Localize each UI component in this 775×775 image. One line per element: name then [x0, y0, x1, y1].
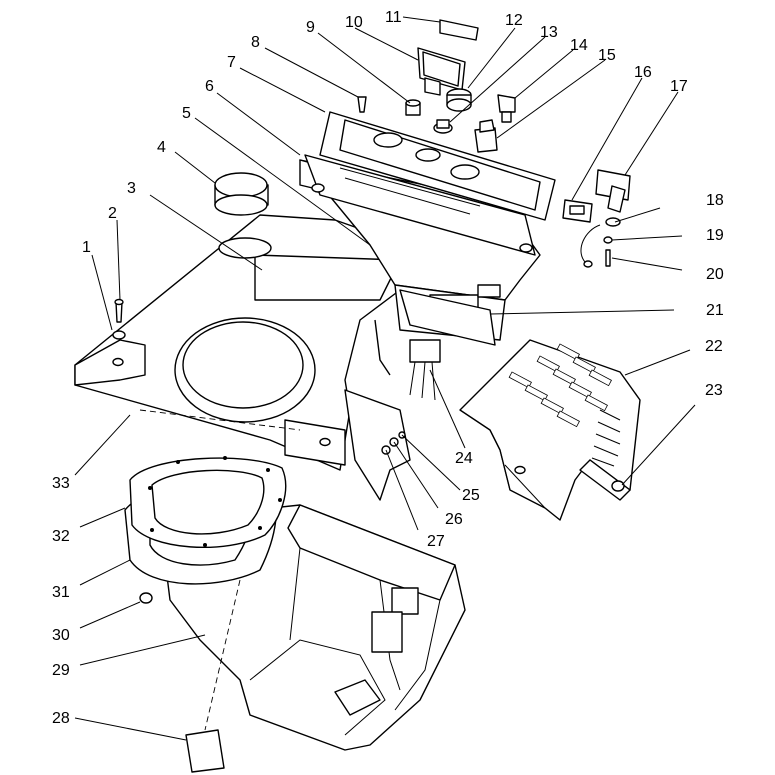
- callout-22: 22: [705, 338, 723, 355]
- callout-labels: 1 2 3 4 5 6 7 8 9 10 11 12 13 14 15 16 1…: [52, 9, 724, 727]
- ring-flange: [129, 456, 287, 548]
- knob: [446, 88, 472, 112]
- side-mount: [344, 389, 411, 501]
- connector: [562, 199, 593, 223]
- callout-13: 13: [540, 24, 558, 41]
- label-block: [439, 19, 479, 41]
- callout-9: 9: [306, 19, 315, 36]
- callout-15: 15: [598, 47, 616, 64]
- callout-8: 8: [251, 34, 260, 51]
- callout-25: 25: [462, 487, 480, 504]
- callout-21: 21: [706, 302, 724, 319]
- callout-32: 32: [52, 528, 70, 545]
- callout-19: 19: [706, 227, 724, 244]
- callout-16: 16: [634, 64, 652, 81]
- screw: [357, 96, 367, 113]
- callout-23: 23: [705, 382, 723, 399]
- callout-1: 1: [82, 239, 91, 256]
- callout-2: 2: [108, 205, 117, 222]
- console-panel: [304, 154, 536, 256]
- key-switch: [497, 94, 516, 123]
- wire-harness: [409, 339, 441, 401]
- callout-20: 20: [706, 266, 724, 283]
- rocker-switch: [474, 119, 498, 153]
- callout-26: 26: [445, 511, 463, 528]
- callout-10: 10: [345, 14, 363, 31]
- housing-opening: [371, 611, 403, 653]
- cable-assembly: [580, 217, 621, 268]
- callout-27: 27: [427, 533, 445, 550]
- plug: [595, 169, 631, 213]
- callout-5: 5: [182, 105, 191, 122]
- leader-lines: [74, 16, 696, 741]
- callout-7: 7: [227, 54, 236, 71]
- callout-6: 6: [205, 78, 214, 95]
- callout-11: 11: [385, 9, 402, 26]
- switch: [433, 119, 453, 134]
- callout-33: 33: [52, 475, 70, 492]
- callout-12: 12: [505, 12, 523, 29]
- callout-17: 17: [670, 78, 688, 95]
- bushing: [405, 99, 421, 116]
- top-housing: [74, 214, 421, 471]
- callout-24: 24: [455, 450, 473, 467]
- front-hardware: [112, 298, 126, 340]
- hour-meter: [417, 47, 466, 96]
- housing-slot: [391, 587, 419, 615]
- callout-4: 4: [157, 139, 166, 156]
- cover-nut: [611, 480, 625, 492]
- fill-cap: [214, 172, 272, 259]
- faceplate: [319, 111, 556, 221]
- bracket: [374, 289, 496, 376]
- nut: [139, 592, 153, 604]
- callout-31: 31: [52, 584, 70, 601]
- engine-cover: [459, 339, 641, 521]
- callout-3: 3: [127, 180, 136, 197]
- callout-14: 14: [570, 37, 588, 54]
- callout-28: 28: [52, 710, 70, 727]
- callout-18: 18: [706, 192, 724, 209]
- callout-29: 29: [52, 662, 70, 679]
- callout-30: 30: [52, 627, 70, 644]
- pad: [185, 729, 225, 773]
